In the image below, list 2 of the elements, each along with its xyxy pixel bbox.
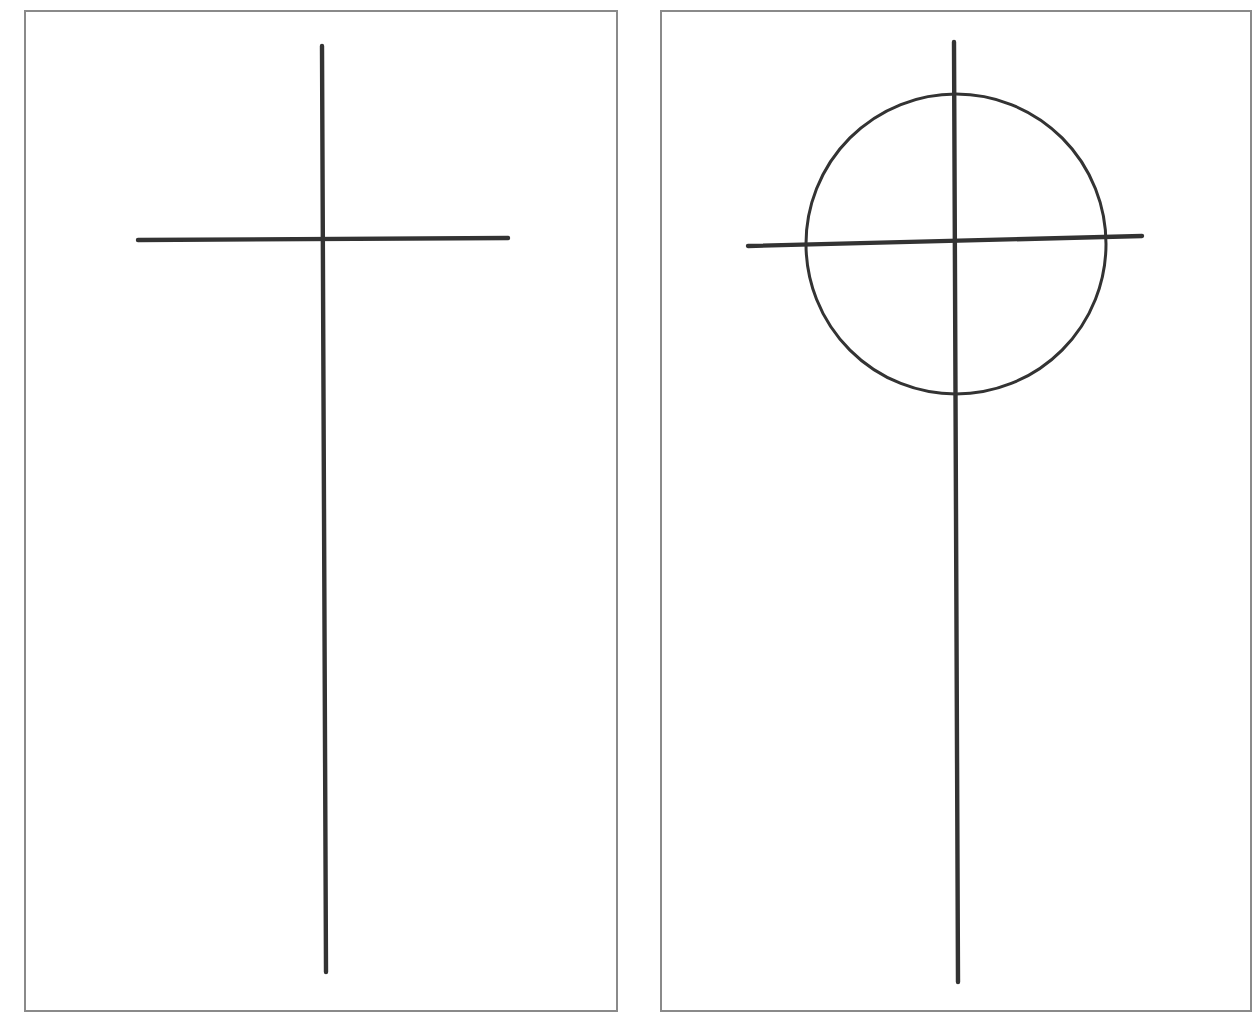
panel-frame xyxy=(660,10,1252,1012)
panel-frame xyxy=(24,10,618,1012)
